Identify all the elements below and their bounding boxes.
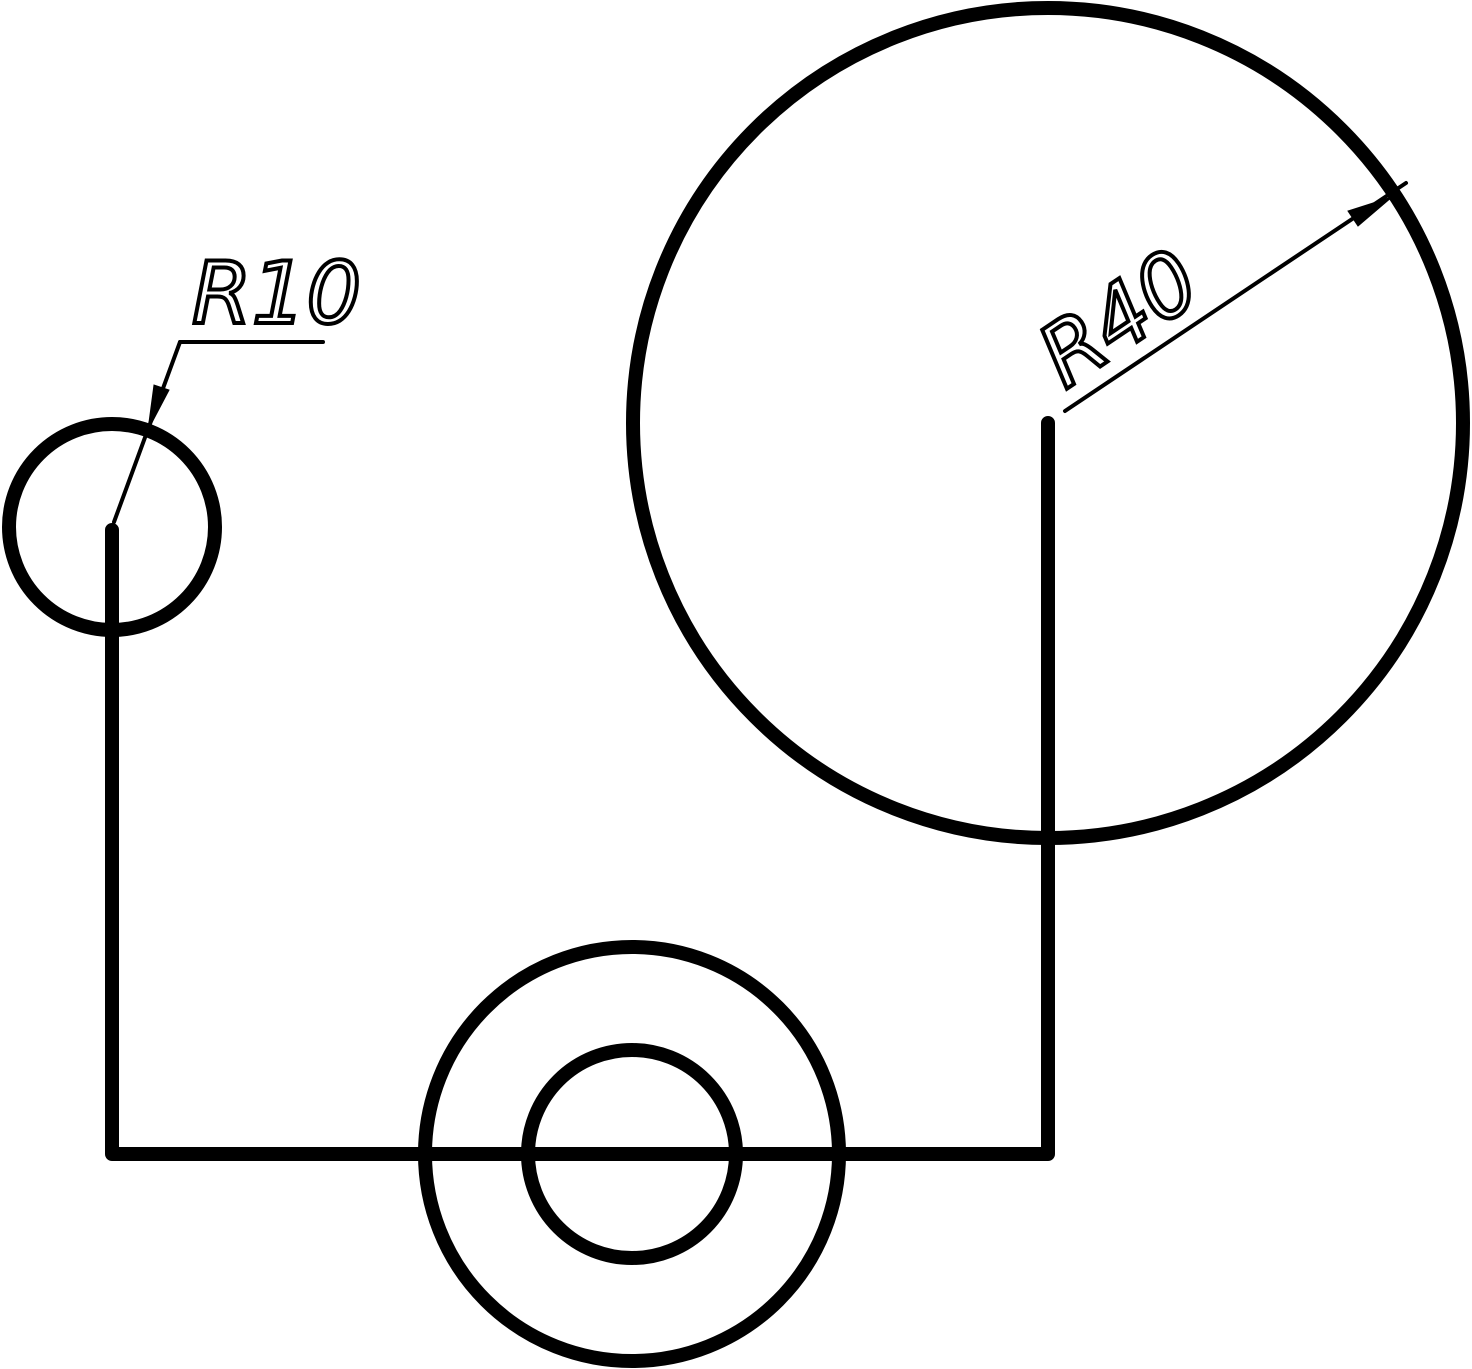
connecting-path	[105, 416, 1055, 1161]
r40-label: R40	[1021, 230, 1217, 407]
r40-arrowhead	[1347, 196, 1393, 227]
r40-leader-line	[1063, 181, 1408, 413]
r10-arrowhead	[147, 384, 170, 431]
r10-leader-line	[112, 340, 182, 524]
r10-label: R10	[192, 244, 361, 344]
r10-dimension: R10	[112, 242, 363, 524]
r40-dimension: R40	[1019, 181, 1408, 413]
